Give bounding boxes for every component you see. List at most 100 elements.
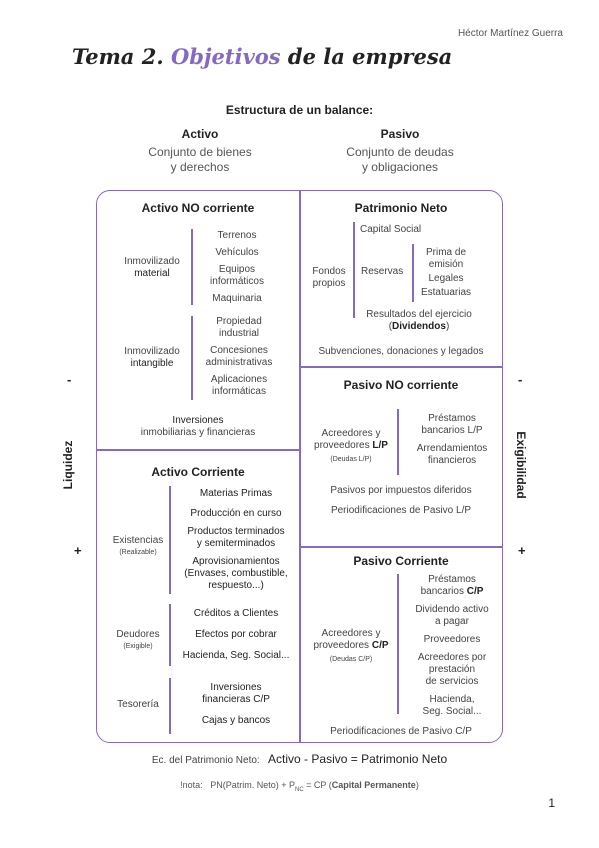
material-item: Vehículos: [215, 247, 259, 258]
pnc-bracket: [397, 409, 399, 475]
activo-line1: Conjunto de bienes: [148, 145, 252, 159]
pc-acreedores-1: Acreedores y: [321, 628, 381, 639]
pnc-acreedores: Acreedores y proveedores L/P (Deudas L/P…: [304, 428, 398, 466]
existencias-item: Producción en curso: [190, 508, 282, 519]
activo-line2: y derechos: [170, 160, 230, 174]
intangible-item: informáticas: [212, 386, 266, 397]
pn-title: Patrimonio Neto: [354, 201, 448, 215]
note-part3: ): [415, 780, 419, 790]
pc-item: Acreedores por: [417, 652, 487, 663]
deudores-item: Hacienda, Seg. Social...: [182, 650, 290, 661]
resultados-2: Dividendos: [392, 321, 446, 332]
intangible-label-2: intangible: [130, 358, 174, 369]
existencias-item: Productos terminados: [187, 526, 285, 537]
fondos-label: Fondos propios: [304, 266, 354, 290]
pc-item: Hacienda,: [429, 694, 475, 705]
pnc-acreedores-2: proveedores: [314, 440, 370, 451]
pnc-item: bancarios L/P: [421, 425, 483, 436]
tesoreria-label: Tesorería: [117, 699, 159, 710]
existencias-1: Existencias: [112, 535, 164, 546]
equation-formula: Activo - Pasivo = Patrimonio Neto: [268, 752, 448, 766]
pasivo-line1: Conjunto de deudas: [346, 145, 454, 159]
fondos-bracket: [353, 222, 355, 318]
left-axis-bottom: +: [74, 543, 82, 558]
pc-item: Proveedores: [423, 634, 481, 645]
deudores-label: Deudores (Exigible): [104, 629, 172, 653]
subvenciones: Subvenciones, donaciones y legados: [318, 346, 484, 357]
ac-title: Activo Corriente: [151, 465, 245, 479]
pc-items: Préstamos bancarios C/P Dividendo activo…: [402, 574, 502, 718]
inversiones-1: Inversiones: [172, 415, 224, 426]
existencias-items: Materias Primas Producción en curso Prod…: [172, 488, 300, 592]
note-part1: PN(Patrim. Neto) + P: [210, 780, 295, 790]
existencias-item: (Envases, combustible,: [184, 568, 288, 579]
activo-divider: [97, 449, 299, 451]
existencias-bracket: [169, 486, 171, 594]
pnc-item: Arrendamientos: [416, 443, 488, 454]
center-divider: [299, 191, 301, 742]
intangible-item: Aplicaciones: [210, 374, 268, 385]
pc-item: de servicios: [425, 676, 479, 687]
right-axis-bottom: +: [518, 543, 526, 558]
note-sub: NC: [295, 786, 304, 793]
activo-title: Activo: [181, 127, 219, 141]
pc-item: Préstamos: [428, 574, 476, 585]
material-bracket: [191, 229, 193, 305]
material-label: Inmovilizado material: [110, 256, 194, 280]
pasivo-title: Pasivo: [380, 127, 420, 141]
intangible-items: Propiedad industrial Concesiones adminis…: [195, 316, 283, 398]
page-title: Tema 2. Objetivos de la empresa: [72, 44, 452, 69]
material-label-1: Inmovilizado: [124, 256, 180, 267]
pc-item: prestación: [428, 664, 476, 675]
deudores-item: Créditos a Clientes: [193, 608, 279, 619]
fondos-1: Fondos: [312, 266, 346, 277]
author-name: Héctor Martínez Guerra: [457, 28, 563, 39]
pc-item: Dividendo activo: [415, 604, 489, 615]
material-item: informáticos: [210, 276, 264, 287]
existencias-label: Existencias (Realizable): [104, 535, 172, 559]
page-number: 1: [548, 796, 555, 810]
deudores-items: Créditos a Clientes Efectos por cobrar H…: [172, 608, 300, 662]
existencias-2: (Realizable): [119, 549, 157, 556]
pnc-acreedores-1: Acreedores y: [321, 428, 381, 439]
deudores-item: Efectos por cobrar: [195, 629, 277, 640]
fondos-2: propios: [312, 278, 346, 289]
tesoreria-item: financieras C/P: [202, 694, 270, 705]
pc-acreedores-2-wrap: proveedores C/P: [304, 640, 398, 652]
pnc-periodificaciones: Periodificaciones de Pasivo L/P: [330, 505, 472, 516]
pc-acreedores: Acreedores y proveedores C/P (Deudas C/P…: [304, 628, 398, 666]
pnc-items: Préstamos bancarios L/P Arrendamientos f…: [402, 413, 502, 467]
resultados-2-wrap: (Dividendos): [388, 321, 450, 332]
tesoreria-items: Inversiones financieras C/P Cajas y banc…: [172, 682, 300, 727]
title-suffix: de la empresa: [280, 44, 453, 69]
pc-periodificaciones: Periodificaciones de Pasivo C/P: [330, 726, 472, 737]
existencias-item: respuesto...): [208, 580, 264, 591]
existencias-item: Materias Primas: [199, 488, 273, 499]
resultados: Resultados del ejercicio (Dividendos): [355, 309, 483, 333]
tesoreria-bracket: [169, 678, 171, 734]
deudores-2: (Exigible): [123, 643, 153, 650]
pc-acreedores-3: (Deudas C/P): [329, 656, 373, 663]
pasivo-line2: y obligaciones: [361, 160, 439, 174]
deudores-bracket: [169, 604, 171, 666]
equation: Ec. del Patrimonio Neto: Activo - Pasivo…: [0, 752, 599, 766]
pn-divider: [300, 366, 502, 368]
capital-social: Capital Social: [360, 224, 422, 235]
anc-title: Activo NO corriente: [141, 201, 255, 215]
pc-item-tag: C/P: [466, 586, 484, 597]
reservas-items: Prima de emisión Legales Estatuarias: [414, 247, 478, 299]
existencias-item: y semiterminados: [196, 538, 276, 549]
material-item: Maquinaria: [212, 293, 262, 304]
pnc-divider: [300, 546, 502, 548]
balance-box: [96, 190, 503, 743]
reservas-bracket: [412, 244, 414, 302]
left-axis-top: -: [67, 372, 72, 387]
intangible-item: Concesiones: [210, 345, 268, 356]
tesoreria-item: Cajas y bancos: [201, 715, 271, 726]
inversiones: Inversiones inmobiliarias y financieras: [97, 415, 299, 439]
pasivo-header: Pasivo Conjunto de deudas y obligaciones: [320, 127, 480, 175]
right-axis-top: -: [518, 372, 523, 387]
intangible-label: Inmovilizado intangible: [110, 346, 194, 370]
pnc-acreedores-2-wrap: proveedores L/P: [304, 440, 398, 452]
pnc-acreedores-3: (Deudas L/P): [330, 456, 372, 463]
